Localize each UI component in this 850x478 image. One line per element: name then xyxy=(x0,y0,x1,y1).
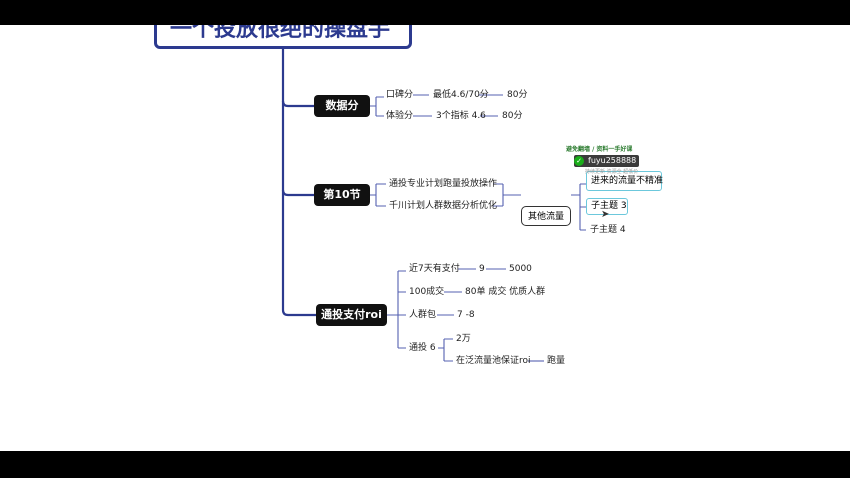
subtopic-4[interactable]: 子主题 4 xyxy=(590,225,626,235)
b3-r3-a[interactable]: 人群包 xyxy=(409,310,437,320)
branch-section-10[interactable]: 第10节 xyxy=(314,184,370,206)
subtopic-imprecise-traffic[interactable]: 进来的流量不精准 xyxy=(586,171,663,191)
b2-r2[interactable]: 千川计划人群数据分析优化 xyxy=(389,201,498,211)
b1-r1-c[interactable]: 80分 xyxy=(507,90,528,100)
b3-r1-b[interactable]: 9 xyxy=(479,264,485,274)
b1-r1-b[interactable]: 最低4.6/70分 xyxy=(433,90,489,100)
b1-r2-c[interactable]: 80分 xyxy=(502,111,523,121)
b3-r3-b[interactable]: 7 -8 xyxy=(457,310,475,320)
b3-r4-b1[interactable]: 2万 xyxy=(456,334,471,344)
b1-r2-a[interactable]: 体验分 xyxy=(386,111,414,121)
b3-r2-a[interactable]: 100成交 xyxy=(409,287,445,297)
connector-lines xyxy=(281,49,586,362)
subtopic-3[interactable]: 子主题 3 xyxy=(586,198,628,215)
b3-r2-b[interactable]: 80单 成交 优质人群 xyxy=(465,287,546,297)
wechat-icon: ✓ xyxy=(574,156,584,166)
watermark-id-tag: fuyu258888 xyxy=(574,155,640,167)
b2-r1[interactable]: 通投专业计划跑量投放操作 xyxy=(389,179,498,189)
mindmap-canvas: 一个投放很绝的操盘手 数据分 口碑分 最低4.6/70分 80分 体验分 3个指… xyxy=(0,25,850,451)
branch-pay-roi[interactable]: 通投支付roi xyxy=(316,304,387,326)
other-traffic-node[interactable]: 其他流量 xyxy=(521,206,571,226)
watermark-top-text: 避免翻墙 / 资料一手好课 xyxy=(566,146,633,153)
b3-r1-c[interactable]: 5000 xyxy=(509,264,532,274)
root-topic-box[interactable] xyxy=(154,25,412,49)
b1-r2-b[interactable]: 3个指标 4.6 xyxy=(436,111,486,121)
b3-r1-a[interactable]: 近7天有支付 xyxy=(409,264,460,274)
cursor-icon: ➤ xyxy=(601,209,610,220)
b1-r1-a[interactable]: 口碑分 xyxy=(386,90,414,100)
b3-r4-b2[interactable]: 在泛流量池保证roi xyxy=(456,356,531,366)
root-topic-title: 一个投放很绝的操盘手 xyxy=(170,25,391,42)
branch-data-score[interactable]: 数据分 xyxy=(314,95,370,117)
b3-r4-b2c[interactable]: 跑量 xyxy=(547,356,566,366)
watermark-bottom-text: 持续更新 资源全 超低价 xyxy=(585,169,639,175)
b3-r4-a[interactable]: 通投 6 xyxy=(409,343,436,353)
